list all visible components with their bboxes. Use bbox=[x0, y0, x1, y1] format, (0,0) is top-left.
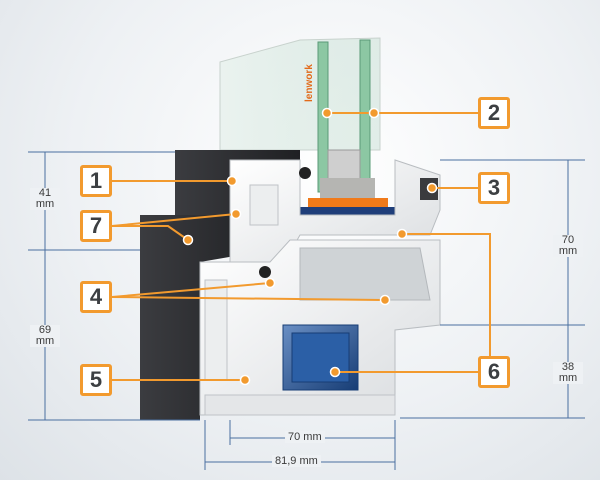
dim-unit: mm bbox=[35, 335, 55, 347]
dim-value: 70 bbox=[561, 234, 575, 246]
callout-dots bbox=[182, 107, 438, 386]
callout-3: 3 bbox=[478, 172, 510, 204]
svg-text:lenwork: lenwork bbox=[304, 64, 315, 102]
dim-unit: mm bbox=[558, 372, 578, 384]
gasket-strip bbox=[308, 198, 388, 207]
dim-value: 41 bbox=[38, 187, 52, 199]
callout-5: 5 bbox=[80, 364, 112, 396]
dim-bottom-outer: 81,9 mm bbox=[272, 455, 321, 467]
callout-6: 6 bbox=[478, 356, 510, 388]
callout-leaders bbox=[111, 112, 491, 381]
dim-left-lower: 69 mm bbox=[30, 325, 60, 347]
callout-2: 2 bbox=[478, 97, 510, 129]
dim-right-lower: 38 mm bbox=[553, 362, 583, 384]
dim-value: 69 bbox=[38, 324, 52, 336]
callout-7: 7 bbox=[80, 210, 112, 242]
dim-unit: mm bbox=[558, 245, 578, 257]
brand-logo: lenwork bbox=[304, 64, 315, 102]
seal-dot-lower bbox=[259, 266, 271, 278]
dim-right-upper: 70 mm bbox=[553, 235, 583, 257]
callout-4: 4 bbox=[80, 281, 112, 313]
seal-dot-upper bbox=[299, 167, 311, 179]
dim-unit: mm bbox=[35, 198, 55, 210]
dim-left-upper: 41 mm bbox=[30, 188, 60, 210]
dim-bottom-inner: 70 mm bbox=[285, 431, 325, 443]
gasket-base bbox=[300, 207, 395, 215]
outer-cladding-lower bbox=[140, 215, 270, 420]
callout-1: 1 bbox=[80, 165, 112, 197]
dim-value: 38 bbox=[561, 361, 575, 373]
